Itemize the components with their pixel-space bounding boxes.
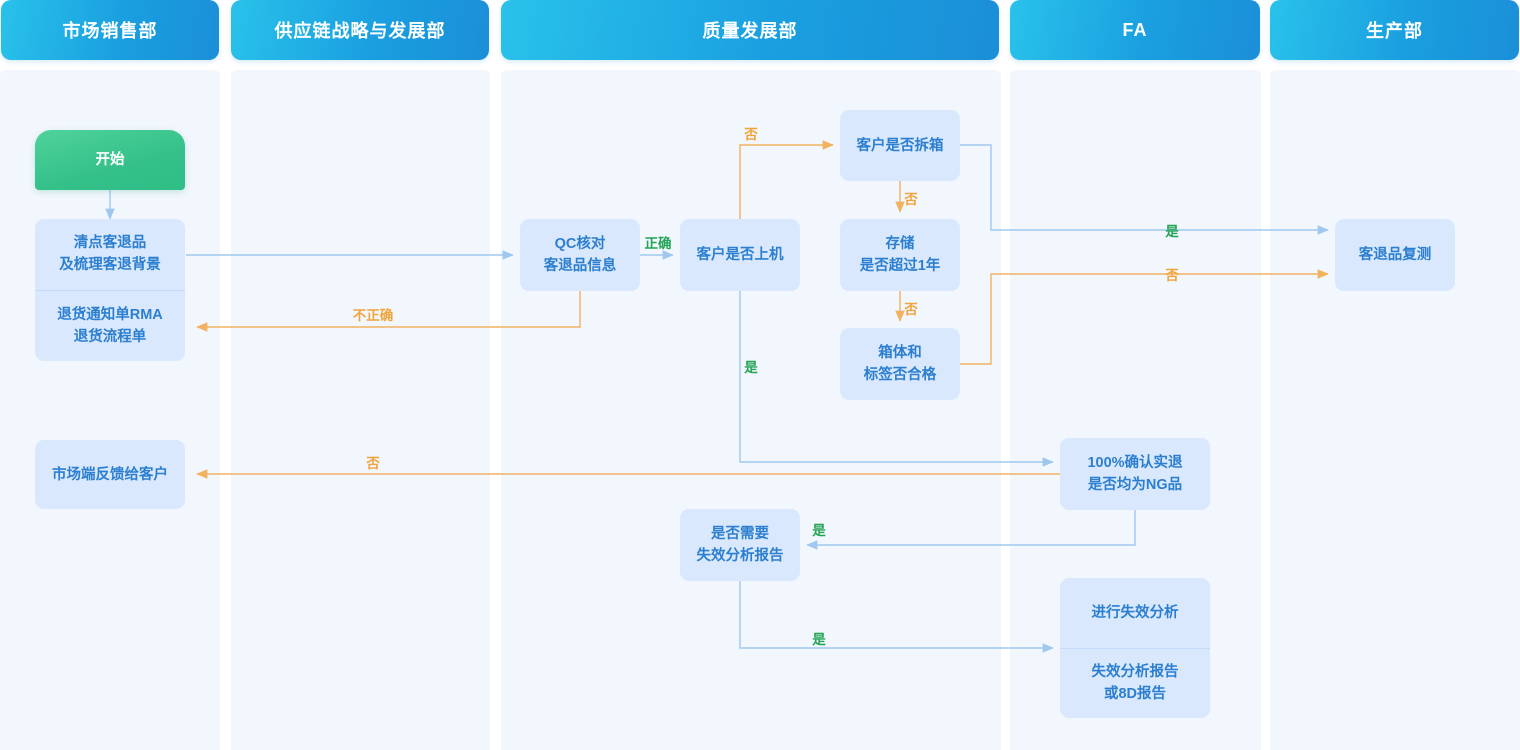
node-needreport-line-0: 是否需要 (711, 526, 769, 542)
edge-label-no-feedback: 否 (366, 456, 380, 471)
edge-label-no-boxlabel: 否 (904, 302, 918, 317)
node-confirmng[interactable]: 100%确认实退 是否均为NG品 (1060, 438, 1210, 510)
lane-header-quality-label: 质量发展部 (702, 21, 798, 41)
lane-header-production-label: 生产部 (1366, 21, 1423, 41)
lane-header-scm[interactable]: 供应链战略与发展部 (231, 0, 489, 60)
node-qccheck[interactable]: QC核对 客退品信息 (520, 219, 640, 291)
node-rma-line-0: 退货通知单RMA (57, 306, 163, 323)
node-storage-line-0: 存储 (885, 236, 915, 252)
node-qccheck-line-1: 客退品信息 (543, 258, 617, 274)
lane-band-production (1270, 70, 1520, 750)
lane-header-sales-label: 市场销售部 (62, 21, 158, 41)
node-report8d[interactable]: 失效分析报告 或8D报告 (1060, 647, 1210, 719)
node-storage-line-1: 是否超过1年 (859, 258, 941, 274)
node-rma-line-1: 退货流程单 (73, 328, 147, 345)
node-unbox[interactable]: 客户是否拆箱 (840, 110, 960, 181)
lane-header-production[interactable]: 生产部 (1270, 0, 1519, 60)
node-analysis-and-report[interactable]: 进行失效分析 失效分析报告 或8D报告 (1060, 578, 1210, 718)
node-start-line-0: 开始 (95, 152, 125, 168)
node-doanalysis-line-0: 进行失效分析 (1091, 604, 1179, 621)
lane-header-sales[interactable]: 市场销售部 (1, 0, 219, 60)
node-count-line-1: 及梳理客退背景 (59, 257, 161, 274)
edge-label-correct: 正确 (644, 236, 672, 251)
node-retest-line-0: 客退品复测 (1358, 247, 1432, 263)
node-feedback-line-0: 市场端反馈给客户 (52, 466, 168, 483)
node-boxlabel[interactable]: 箱体和 标签否合格 (840, 328, 960, 400)
node-start[interactable]: 开始 (35, 130, 185, 190)
lane-header-scm-label: 供应链战略与发展部 (274, 21, 446, 41)
node-needreport[interactable]: 是否需要 失效分析报告 (680, 509, 800, 581)
node-confirmng-line-0: 100%确认实退 (1087, 455, 1183, 471)
node-onmachine-line-0: 客户是否上机 (696, 247, 784, 263)
node-unbox-line-0: 客户是否拆箱 (856, 137, 944, 154)
edge-label-yes-analysis: 是 (812, 632, 826, 647)
edge-label-yes-retest: 是 (1165, 224, 1179, 239)
node-rma[interactable]: 退货通知单RMA 退货流程单 (35, 289, 185, 362)
lane-band-scm (231, 70, 490, 750)
node-count-line-0: 清点客退品 (73, 235, 147, 252)
edge-label-yes-onmachine: 是 (744, 360, 758, 375)
node-doanalysis[interactable]: 进行失效分析 (1060, 578, 1210, 648)
node-feedback[interactable]: 市场端反馈给客户 (35, 440, 185, 509)
node-count-and-rma[interactable]: 清点客退品 及梳理客退背景 退货通知单RMA 退货流程单 (35, 219, 185, 361)
node-retest[interactable]: 客退品复测 (1335, 219, 1455, 291)
node-needreport-line-1: 失效分析报告 (696, 548, 784, 564)
lane-header-quality[interactable]: 质量发展部 (501, 0, 999, 60)
edge-label-yes-needreport: 是 (812, 523, 826, 538)
node-boxlabel-line-1: 标签否合格 (863, 367, 937, 383)
edge-label-no-unbox: 否 (744, 127, 758, 142)
node-onmachine[interactable]: 客户是否上机 (680, 219, 800, 291)
node-confirmng-line-1: 是否均为NG品 (1087, 477, 1183, 493)
node-report8d-line-0: 失效分析报告 (1091, 664, 1179, 681)
lane-header-fa[interactable]: FA (1010, 0, 1260, 60)
node-count[interactable]: 清点客退品 及梳理客退背景 (35, 219, 185, 290)
node-qccheck-line-0: QC核对 (554, 236, 606, 252)
lane-header-fa-label: FA (1122, 19, 1148, 40)
edge-label-incorrect: 不正确 (352, 308, 394, 323)
node-storage[interactable]: 存储 是否超过1年 (840, 219, 960, 291)
edge-label-no-retest: 否 (1165, 268, 1179, 283)
edge-label-no-storage: 否 (904, 192, 918, 207)
node-boxlabel-line-0: 箱体和 (878, 345, 922, 361)
node-report8d-line-1: 或8D报告 (1103, 686, 1167, 703)
